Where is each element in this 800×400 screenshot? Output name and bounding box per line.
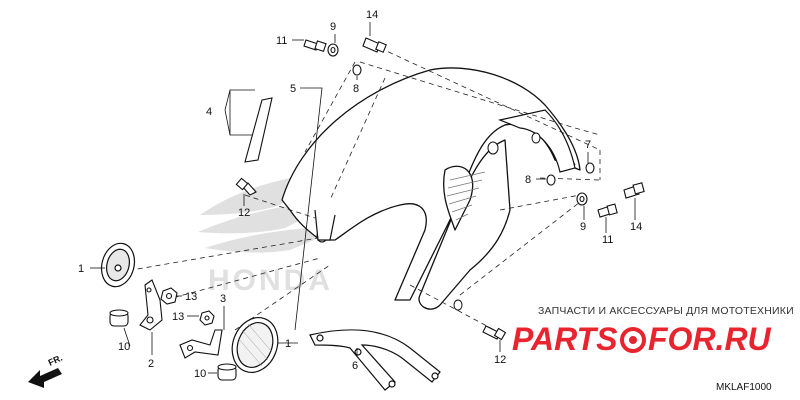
reflector-stay-right xyxy=(179,329,223,359)
watermark-brand-gear-hub xyxy=(629,336,637,344)
callout-5: 5 xyxy=(290,83,296,95)
callout-8-top: 8 xyxy=(353,83,359,95)
callout-ticks xyxy=(90,22,636,374)
washers xyxy=(327,43,595,206)
grommets xyxy=(109,309,237,381)
callout-9-right: 9 xyxy=(580,221,586,233)
callout-13-bottom: 13 xyxy=(172,311,184,323)
front-label: FR. xyxy=(47,353,64,368)
fender-vent-hatching xyxy=(446,171,486,221)
callout-9-top: 9 xyxy=(330,21,336,33)
callout-2: 2 xyxy=(148,358,154,370)
callout-13-top: 13 xyxy=(185,291,197,303)
callout-10-bottom: 10 xyxy=(194,368,206,380)
callout-14-top: 14 xyxy=(366,9,378,21)
callout-14-right: 14 xyxy=(630,221,642,233)
callout-11-top: 11 xyxy=(276,35,287,47)
fender-brace-bracket xyxy=(309,329,441,391)
callout-7: 7 xyxy=(585,139,591,151)
watermark-brand-gear-icon xyxy=(620,327,646,353)
callout-12-bottom: 12 xyxy=(494,354,506,366)
callout-labels: 1 1 2 3 4 5 6 7 8 8 9 9 10 10 11 11 12 1… xyxy=(78,9,642,380)
bolts xyxy=(235,37,645,341)
watermark-brand-right: FOR.RU xyxy=(648,321,772,357)
watermark-caption: ЗАПЧАСТИ И АКСЕССУАРЫ ДЛЯ МОТОТЕХНИКИ xyxy=(538,305,794,317)
callout-11-right: 11 xyxy=(602,234,613,246)
callout-8-right: 8 xyxy=(525,174,531,186)
nuts xyxy=(160,287,215,326)
callout-1-right: 1 xyxy=(285,338,291,350)
callout-10-left: 10 xyxy=(118,341,130,353)
front-direction-indicator: FR. xyxy=(28,353,64,388)
callout-3: 3 xyxy=(220,293,226,305)
reflector-texture xyxy=(237,323,273,367)
reflector-stay-left xyxy=(139,279,163,331)
callout-12-left: 12 xyxy=(238,207,250,219)
callout-4: 4 xyxy=(206,106,212,118)
fender-side-panel xyxy=(497,109,576,173)
fender-trim-strip xyxy=(244,97,273,163)
honda-logo-text: HONDA xyxy=(208,264,333,297)
watermark-brand: PARTS FOR.RU xyxy=(512,321,772,357)
front-arrow-icon xyxy=(28,368,62,388)
reflector-left xyxy=(100,242,136,288)
fender-left-leg xyxy=(314,209,336,241)
watermark-brand-left: PARTS xyxy=(512,321,618,357)
callout-6: 6 xyxy=(352,360,358,372)
leader-lines xyxy=(224,87,323,331)
diagram-code: MKLAF1000 xyxy=(716,382,772,393)
callout-1-left: 1 xyxy=(78,263,84,275)
